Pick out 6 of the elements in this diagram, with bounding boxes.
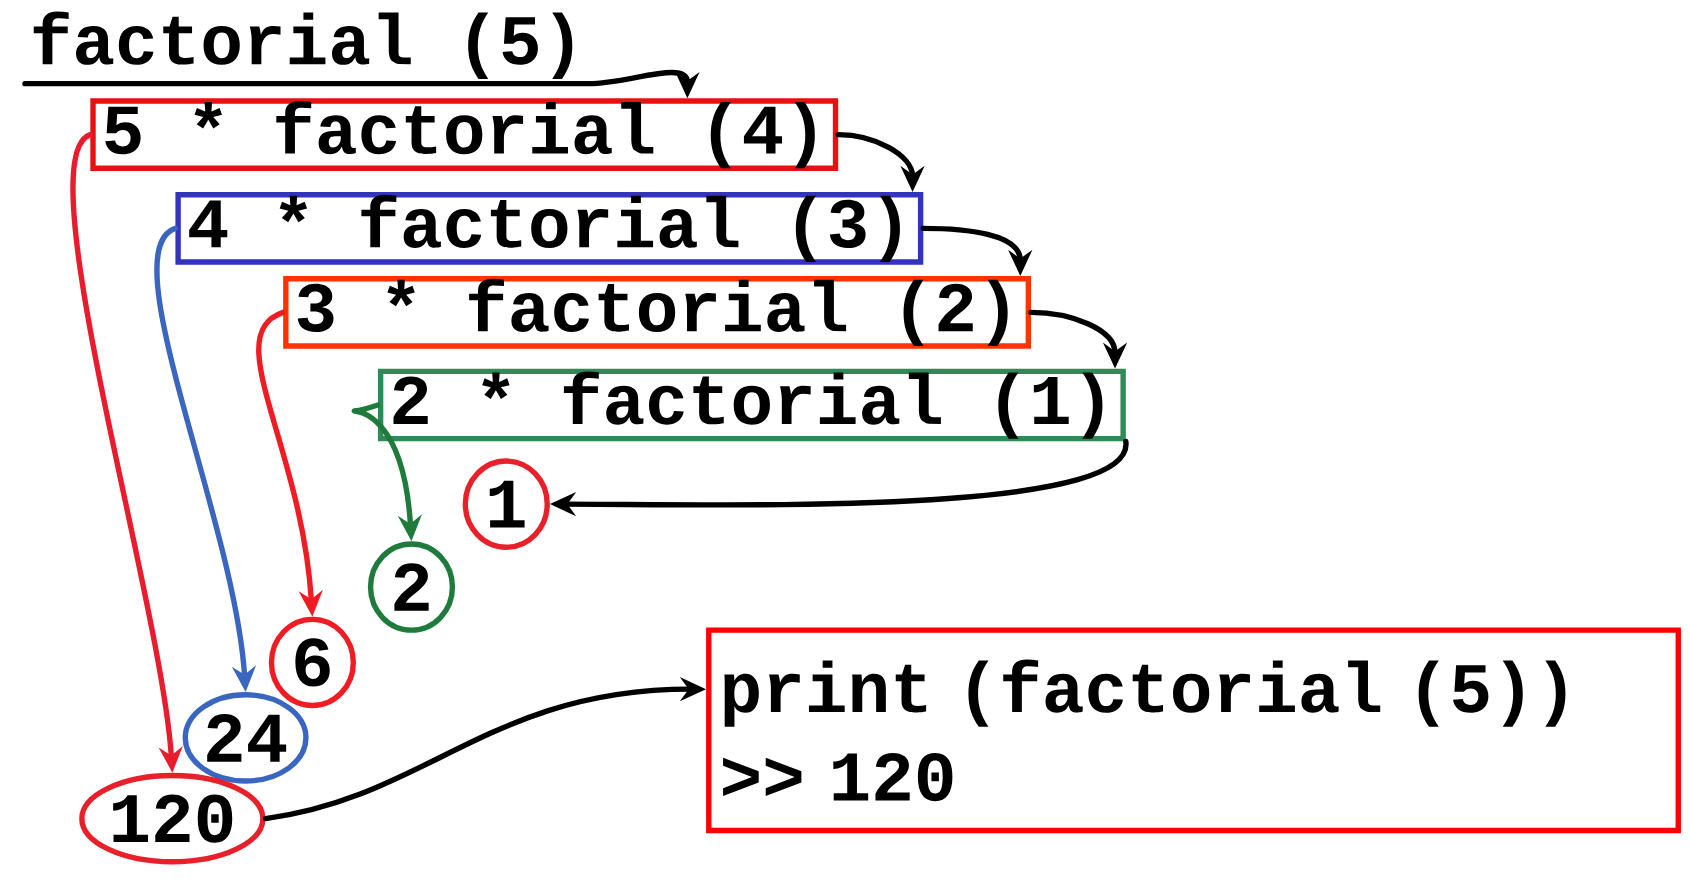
output-box: print (factorial (5)) >> 120 [706,627,1681,834]
call-box: 2 * factorial (1) [377,368,1126,442]
call-box: 5 * factorial (4) [90,98,839,171]
code-text: factorial (5) [33,11,573,79]
call-box: 4 * factorial (3) [175,191,924,265]
call-box: 3 * factorial (2) [283,275,1032,349]
